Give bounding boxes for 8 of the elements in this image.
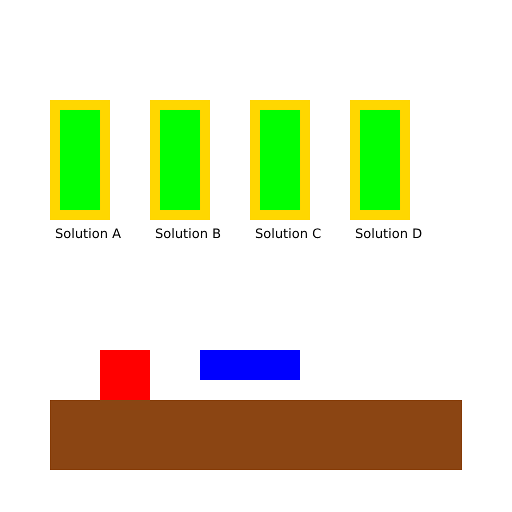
solution-label: Solution A	[55, 227, 121, 243]
solution-label: Solution C	[255, 227, 322, 243]
solution-container	[50, 100, 110, 220]
solution-label: Solution D	[355, 227, 422, 243]
solution-container	[150, 100, 210, 220]
solution-container	[350, 100, 410, 220]
solution-container	[250, 100, 310, 220]
solution-label: Solution B	[155, 227, 222, 243]
